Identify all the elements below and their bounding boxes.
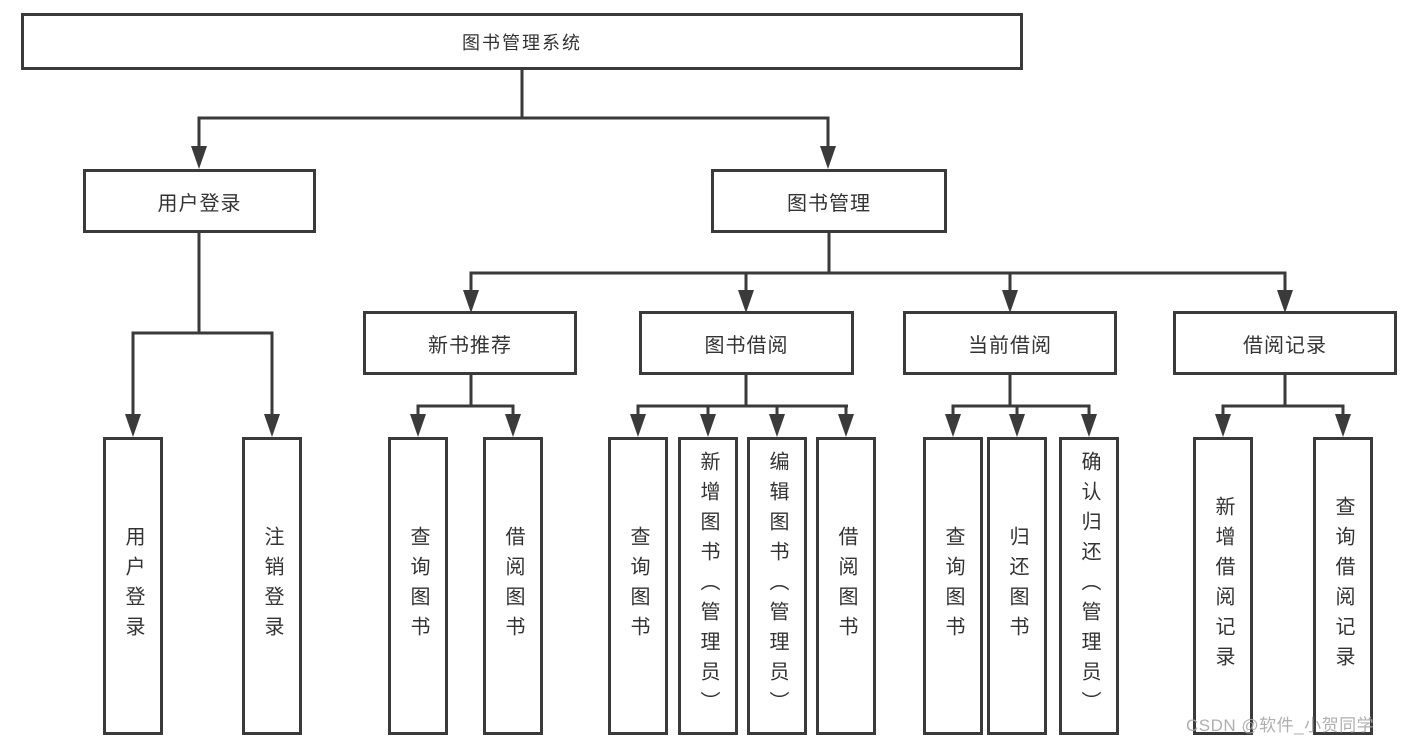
- leaf-borrow-books: 借阅图书: [816, 437, 876, 735]
- arrowhead-icon: [738, 290, 754, 313]
- node-label: 查询借阅记录: [1332, 496, 1354, 676]
- node-label: 图书管理: [787, 192, 871, 215]
- node-label: 确认归还（管理员）: [1078, 451, 1100, 721]
- arrowhead-icon: [463, 290, 479, 313]
- arrowhead-icon: [1081, 414, 1097, 437]
- connector-root-to-level2: [197, 70, 830, 120]
- arrowhead-icon: [1215, 414, 1231, 437]
- arrowhead-icon: [264, 414, 280, 437]
- arrowhead-icon: [700, 414, 716, 437]
- leaf-add-borrow-record: 新增借阅记录: [1193, 437, 1253, 735]
- node-label: 编辑图书（管理员）: [766, 451, 788, 721]
- node-borrowing-records: 借阅记录: [1173, 311, 1397, 375]
- connector-user-login-children: [131, 233, 274, 335]
- leaf-query-books-current: 查询图书: [923, 437, 983, 735]
- arrowhead-icon: [191, 146, 207, 169]
- node-label: 借阅记录: [1243, 334, 1327, 357]
- arrowhead-icon: [410, 414, 426, 437]
- node-label: 用户登录: [122, 526, 144, 646]
- leaf-query-books-recommend: 查询图书: [388, 437, 448, 735]
- node-label: 查询图书: [627, 526, 649, 646]
- node-new-book-recommendation: 新书推荐: [363, 311, 577, 375]
- arrowhead-icon: [1277, 290, 1293, 313]
- node-label: 借阅图书: [835, 526, 857, 646]
- arrowhead-icon: [1009, 414, 1025, 437]
- connector-borrowing-records-children: [1221, 375, 1345, 408]
- arrowhead-icon: [838, 414, 854, 437]
- leaf-return-book: 归还图书: [987, 437, 1047, 735]
- arrow-heads: [125, 146, 1351, 437]
- node-label: 归还图书: [1006, 526, 1028, 646]
- leaf-borrow-books-recommend: 借阅图书: [483, 437, 543, 735]
- leaf-query-borrow-record: 查询借阅记录: [1313, 437, 1373, 735]
- node-book-management: 图书管理: [711, 169, 947, 233]
- arrowhead-icon: [945, 414, 961, 437]
- arrowhead-icon: [630, 414, 646, 437]
- node-book-borrowing: 图书借阅: [639, 311, 854, 375]
- arrowhead-icon: [820, 146, 836, 169]
- leaf-edit-book-admin: 编辑图书（管理员）: [747, 437, 807, 735]
- node-label: 查询图书: [942, 526, 964, 646]
- node-library-management-system: 图书管理系统: [21, 13, 1023, 70]
- arrowhead-icon: [505, 414, 521, 437]
- connector-book-management-children: [469, 233, 1287, 275]
- node-label: 当前借阅: [968, 334, 1052, 357]
- leaf-add-book-admin: 新增图书（管理员）: [678, 437, 738, 735]
- node-label: 新书推荐: [428, 334, 512, 357]
- node-label: 注销登录: [261, 526, 283, 646]
- node-current-borrowing: 当前借阅: [903, 311, 1117, 375]
- leaf-query-books-borrowing: 查询图书: [608, 437, 668, 735]
- connector-new-book-children: [416, 375, 515, 408]
- arrowhead-icon: [125, 414, 141, 437]
- connector-current-borrowing-children: [951, 375, 1091, 408]
- node-label: 图书借阅: [704, 334, 789, 357]
- arrowhead-icon: [1002, 290, 1018, 313]
- node-label: 查询图书: [407, 526, 429, 646]
- node-label: 新增借阅记录: [1212, 496, 1234, 676]
- leaf-confirm-return-admin: 确认归还（管理员）: [1059, 437, 1119, 735]
- node-label: 用户登录: [157, 192, 242, 215]
- node-label: 图书管理系统: [462, 32, 582, 53]
- arrowhead-icon: [769, 414, 785, 437]
- arrowhead-icon: [1335, 414, 1351, 437]
- connector-book-borrowing-children: [636, 375, 848, 408]
- node-label: 新增图书（管理员）: [697, 451, 719, 721]
- node-label: 借阅图书: [502, 526, 524, 646]
- leaf-user-login: 用户登录: [103, 437, 163, 735]
- node-user-login: 用户登录: [83, 169, 316, 233]
- csdn-watermark: CSDN @软件_小贺同学: [1186, 716, 1375, 735]
- leaf-logout: 注销登录: [242, 437, 302, 735]
